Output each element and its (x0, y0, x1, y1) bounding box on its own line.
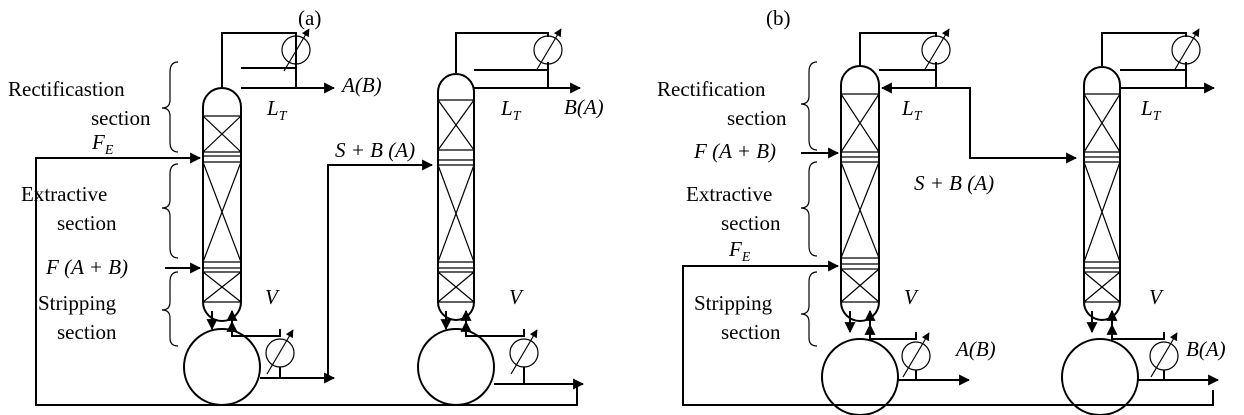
rect-label-b: Rectification (657, 77, 766, 101)
panel-a-label: (a) (298, 6, 321, 30)
feed-mix-a: F (A + B) (45, 255, 128, 279)
feed-mix-b: F (A + B) (693, 139, 776, 163)
rect-section-a: section (91, 106, 151, 130)
vapor-b1: V (904, 285, 919, 309)
panel-b-label: (b) (766, 6, 791, 30)
recovery-column-a (437, 73, 475, 321)
extractive-column-a (202, 87, 242, 322)
extractive-section-a: section (57, 211, 117, 235)
stripping-label-b: Stripping (694, 291, 773, 315)
extractive-label-a: Extractive (21, 182, 107, 206)
reboiler-a2 (417, 328, 495, 406)
feed-entrainer-b: FE (728, 237, 751, 265)
stripping-section-a: section (57, 320, 117, 344)
reflux-b1: LT (901, 96, 923, 124)
feed-entrainer-a: FE (91, 130, 114, 158)
bottom-product-b1: A(B) (954, 337, 996, 361)
rect-section-b: section (727, 106, 787, 130)
reboiler-b2 (1061, 338, 1139, 415)
reflux-a2: LT (500, 96, 522, 124)
vapor-a2: V (509, 285, 524, 309)
reflux-b2: LT (1140, 96, 1162, 124)
extractive-column-b (840, 65, 880, 322)
extractive-section-b: section (721, 211, 781, 235)
vapor-b2: V (1149, 285, 1164, 309)
side-stream-b: S + B (A) (914, 171, 994, 195)
panel-a: (a) (8, 6, 604, 406)
stripping-section-b: section (721, 320, 781, 344)
top-product-a1: A(B) (340, 73, 382, 97)
reflux-a1: LT (266, 96, 288, 124)
bottom-product-b2: B(A) (1186, 337, 1226, 361)
extractive-label-b: Extractive (686, 182, 772, 206)
reboiler-a1 (183, 328, 261, 406)
rect-label-a: Rectificastion (8, 77, 125, 101)
reboiler-b1 (821, 338, 899, 415)
recovery-column-b (1083, 66, 1121, 321)
side-stream-a: S + B (A) (335, 138, 415, 162)
vapor-a1: V (265, 285, 280, 309)
panel-b: (b) (657, 6, 1226, 415)
stripping-label-a: Stripping (38, 291, 117, 315)
top-product-a2: B(A) (564, 95, 604, 119)
